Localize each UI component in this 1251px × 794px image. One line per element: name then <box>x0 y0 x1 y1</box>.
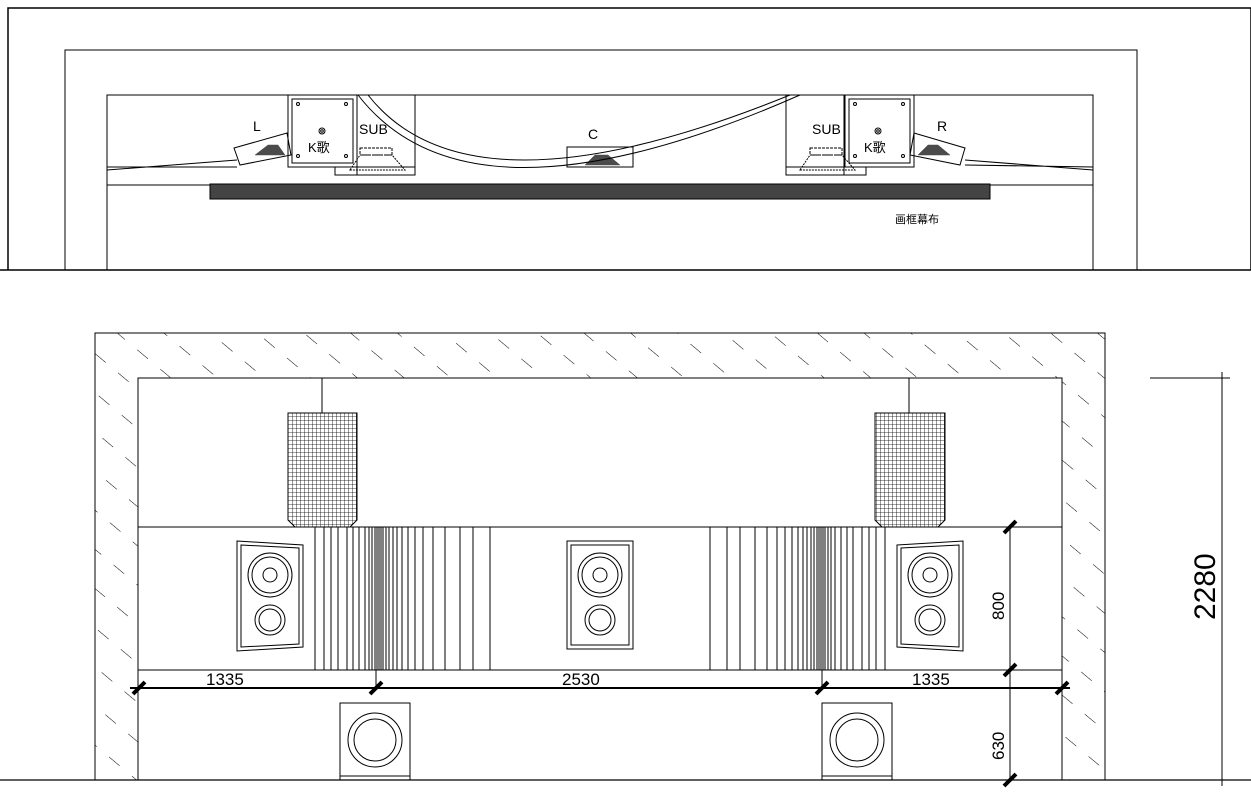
svg-text:K歌: K歌 <box>308 140 330 155</box>
subwoofer-right <box>821 702 893 781</box>
dim-lower-height: 630 <box>989 732 1008 760</box>
karaoke-speaker-left: K歌 <box>287 94 358 168</box>
dim-left-width: 1335 <box>206 670 244 689</box>
screen-label: 画框幕布 <box>895 212 939 226</box>
label-l: L <box>253 118 261 134</box>
dim-right-width: 1335 <box>912 670 950 689</box>
speaker-left <box>236 540 304 652</box>
karaoke-speaker-right: K歌 <box>844 94 915 168</box>
dim-total-height: 2280 <box>1189 553 1222 620</box>
elevation-view: 1335 2530 1335 800 630 2280 <box>0 332 1251 788</box>
dim-upper-height: 800 <box>989 592 1008 620</box>
label-sub-right: SUB <box>812 121 841 137</box>
subwoofer-left <box>339 702 411 781</box>
label-sub-left: SUB <box>359 121 388 137</box>
hanging-speaker-right <box>874 378 946 528</box>
svg-text:K歌: K歌 <box>864 140 886 155</box>
acoustic-panels <box>314 527 886 670</box>
speaker-center <box>566 540 634 650</box>
speaker-left-box <box>233 132 292 166</box>
speaker-center-box <box>566 146 634 168</box>
label-c: C <box>588 126 598 142</box>
plan-view: 画框幕布 K歌 K歌 L SUB C SUB R <box>0 7 1251 271</box>
dim-center-width: 2530 <box>562 670 600 689</box>
hanging-speaker-left <box>287 378 358 528</box>
label-r: R <box>937 118 947 134</box>
speaker-right <box>896 540 964 652</box>
wall-curve <box>357 94 801 168</box>
speaker-right-box <box>909 132 966 166</box>
screen-frame <box>209 183 991 200</box>
